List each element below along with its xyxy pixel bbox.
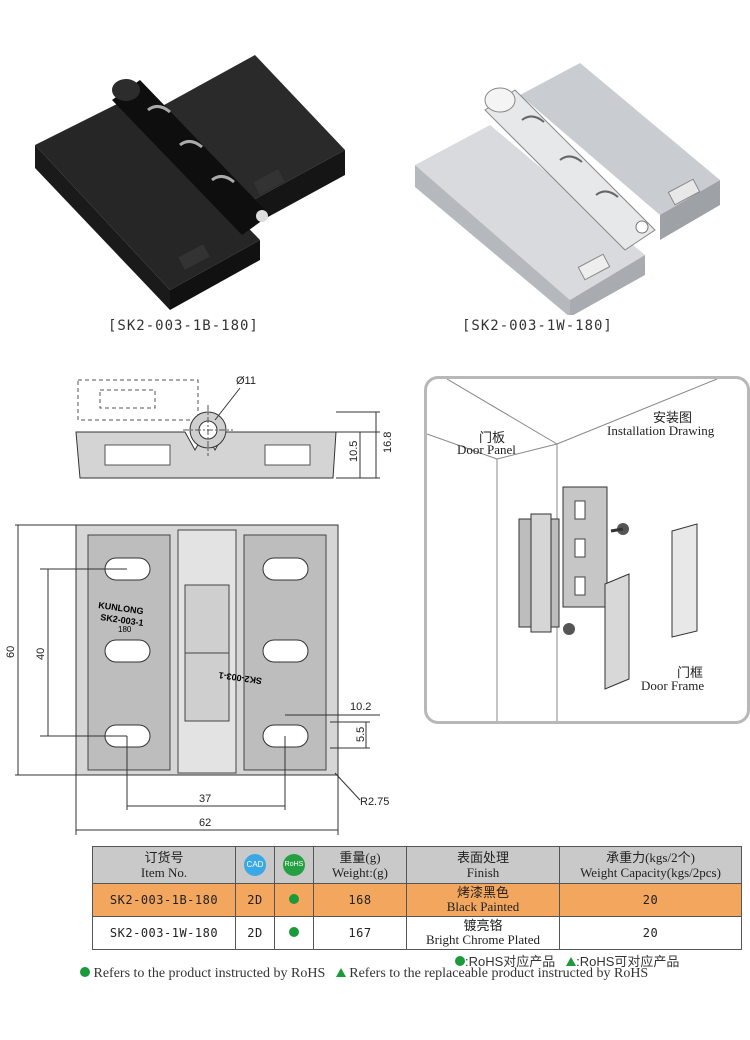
cell-capacity: 20 (559, 883, 742, 917)
dim-16-8: 16.8 (382, 432, 394, 453)
cell-item: SK2-003-1W-180 (92, 916, 236, 950)
dim-radius: R2.75 (360, 796, 389, 808)
rohs-triangle-icon (566, 957, 577, 966)
col-weight: 重量(g)Weight:(g) (313, 846, 407, 884)
product-photo-black (30, 50, 350, 310)
product-photo-chrome (410, 55, 730, 317)
dim-5-5: 5.5 (355, 727, 367, 742)
cell-capacity: 20 (559, 916, 742, 950)
dim-62: 62 (199, 817, 211, 829)
technical-drawing: Ø11 10.5 16.8 KUNLONG SK2-003-1 180 SK2-… (0, 360, 410, 840)
legend-cn: :RoHS对应产品 :RoHS可对应产品 (455, 951, 679, 970)
legend-en: Refers to the product instructed by RoHS… (80, 966, 648, 982)
door-panel-cn: 门板 (479, 430, 506, 445)
rohs-dot-icon (289, 894, 299, 904)
dim-diameter: Ø11 (236, 375, 256, 387)
col-capacity: 承重力(kgs/2个)Weight Capacity(kgs/2pcs) (559, 846, 742, 884)
product-caption-black: [SK2-003-1B-180] (108, 318, 259, 334)
legend-cn-tri: :RoHS可对应产品 (576, 954, 680, 969)
rohs-dot-icon (80, 967, 90, 977)
col-rohs: RoHS (274, 846, 314, 884)
install-title-en: Installation Drawing (607, 423, 715, 438)
dim-10-5: 10.5 (348, 441, 360, 462)
cell-cad: 2D (235, 883, 275, 917)
cell-cad: 2D (235, 916, 275, 950)
dim-10-2: 10.2 (350, 701, 371, 713)
cell-item: SK2-003-1B-180 (92, 883, 236, 917)
cell-rohs (274, 883, 314, 917)
legend-en-tri: Refers to the replaceable product instru… (349, 966, 649, 981)
legend-en-dot: Refers to the product instructed by RoHS (93, 966, 326, 981)
dim-60: 60 (5, 646, 17, 658)
dim-37: 37 (199, 793, 211, 805)
door-frame-cn: 门框 (677, 665, 704, 680)
cell-rohs (274, 916, 314, 950)
install-title-cn: 安装图 (653, 410, 693, 425)
cell-weight: 167 (313, 916, 407, 950)
rohs-icon: RoHS (283, 854, 305, 876)
rohs-triangle-icon (335, 968, 346, 977)
engraving-angle: 180 (118, 625, 132, 634)
door-panel-en: Door Panel (457, 442, 516, 457)
door-frame-en: Door Frame (641, 678, 705, 693)
dim-40: 40 (35, 648, 47, 660)
cad-icon: CAD (244, 854, 266, 876)
rohs-dot-icon (455, 956, 465, 966)
cell-weight: 168 (313, 883, 407, 917)
legend-cn-dot: :RoHS对应产品 (465, 954, 556, 969)
installation-panel: 安装图 Installation Drawing 门板 Door Panel 门… (424, 376, 750, 724)
rohs-dot-icon (289, 927, 299, 937)
col-cad: CAD (235, 846, 275, 884)
product-caption-chrome: [SK2-003-1W-180] (462, 318, 613, 334)
